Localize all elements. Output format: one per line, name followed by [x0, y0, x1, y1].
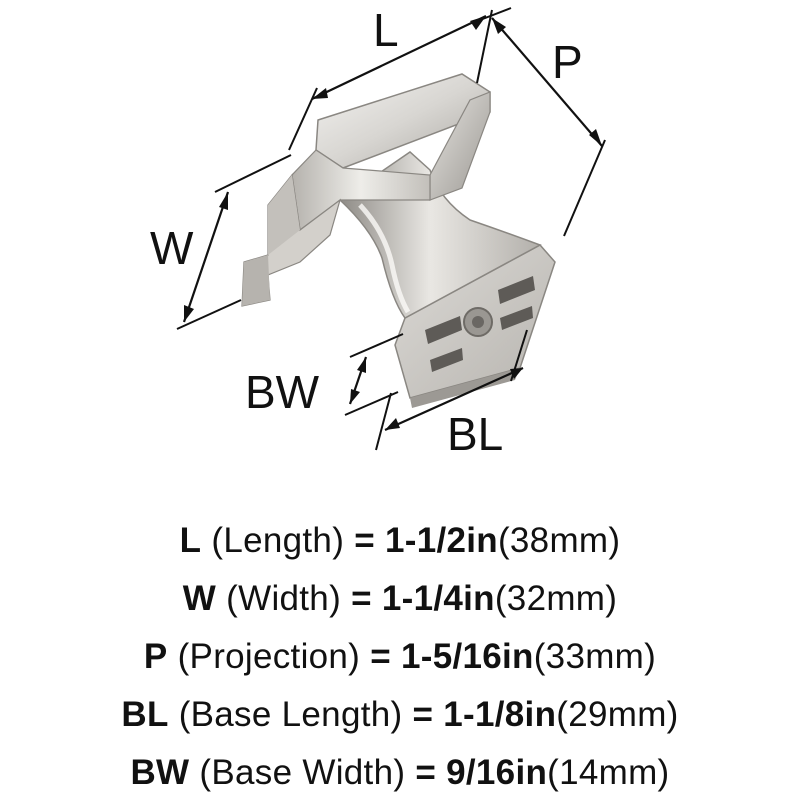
spec-equals: =	[415, 753, 437, 792]
spec-name: (Length)	[211, 521, 345, 560]
knob-base-underside	[410, 368, 520, 408]
spec-abbr: W	[182, 579, 217, 618]
screw-hole-inner	[472, 316, 484, 328]
knob-stem-highlight	[358, 203, 411, 314]
spec-abbr: BL	[121, 695, 169, 734]
spec-abbr: L	[179, 521, 202, 560]
label-P: P	[552, 36, 583, 88]
label-BL: BL	[447, 408, 503, 460]
spec-inch-value: 1-1/8in	[443, 695, 557, 734]
dimension-spec-list: L (Length) = 1-1/2in(38mm) W (Width) = 1…	[0, 512, 800, 802]
label-L: L	[373, 4, 399, 56]
spec-name: (Projection)	[177, 637, 361, 676]
spec-inch-value: 9/16in	[446, 753, 548, 792]
spec-mm-value: (33mm)	[533, 637, 657, 676]
spec-abbr: BW	[130, 753, 190, 792]
spec-equals: =	[354, 521, 375, 560]
base-cutout	[498, 276, 535, 304]
label-W: W	[150, 222, 194, 274]
spec-row-projection: P (Projection) = 1-5/16in(33mm)	[0, 628, 800, 686]
spec-name: (Base Length)	[178, 695, 403, 734]
spec-abbr: P	[143, 637, 168, 676]
dimension-L: L	[288, 4, 493, 151]
base-cutout	[500, 306, 533, 330]
spec-row-base-width: BW (Base Width) = 9/16in(14mm)	[0, 744, 800, 802]
base-cutout	[430, 348, 463, 372]
spec-row-base-length: BL (Base Length) = 1-1/8in(29mm)	[0, 686, 800, 744]
spec-name: (Width)	[226, 579, 342, 618]
spec-equals: =	[370, 637, 391, 676]
spec-row-width: W (Width) = 1-1/4in(32mm)	[0, 570, 800, 628]
label-BW: BW	[245, 366, 320, 418]
dimension-W: W	[150, 154, 292, 330]
base-cutout	[425, 316, 462, 344]
knob-head-left-shadow	[268, 175, 300, 255]
dimension-BL: BL	[375, 329, 528, 460]
spec-inch-value: 1-1/2in	[384, 521, 498, 560]
knob-head-left-shadow	[242, 255, 270, 306]
dimension-BW: BW	[245, 333, 404, 418]
spec-mm-value: (29mm)	[556, 695, 679, 734]
spec-mm-value: (38mm)	[497, 521, 621, 560]
spec-equals: =	[351, 579, 372, 618]
spec-name: (Base Width)	[199, 753, 406, 792]
spec-inch-value: 1-1/4in	[381, 579, 495, 618]
spec-row-length: L (Length) = 1-1/2in(38mm)	[0, 512, 800, 570]
spec-mm-value: (32mm)	[494, 579, 618, 618]
dimension-P: P	[479, 7, 606, 237]
knob-dimension-diagram: L P W BW BL	[150, 4, 606, 460]
cabinet-knob-image	[241, 73, 556, 408]
spec-equals: =	[412, 695, 434, 734]
spec-mm-value: (14mm)	[547, 753, 670, 792]
spec-inch-value: 1-5/16in	[400, 637, 534, 676]
